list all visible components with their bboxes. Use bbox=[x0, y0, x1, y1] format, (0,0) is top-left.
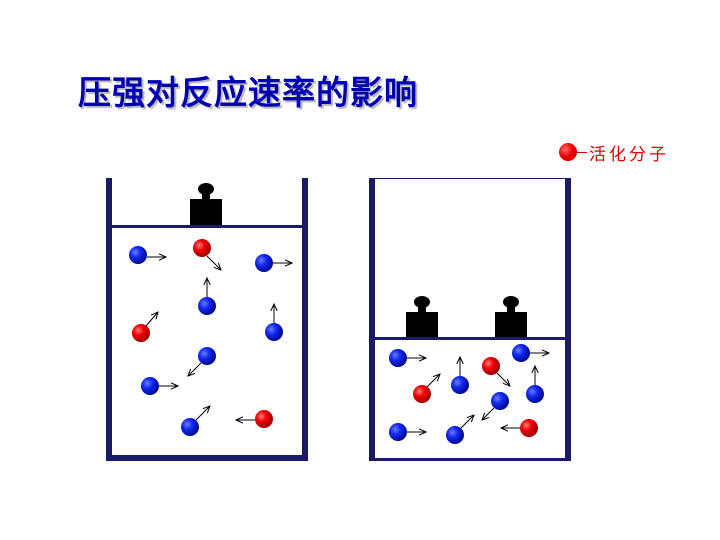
container-low-pressure bbox=[106, 178, 308, 461]
container-right-wall bbox=[302, 178, 308, 461]
molecule-icon bbox=[446, 415, 474, 444]
weight-icon bbox=[190, 183, 222, 225]
molecule-icon bbox=[188, 347, 216, 376]
molecule-icon bbox=[389, 349, 426, 367]
piston bbox=[375, 337, 565, 340]
molecule-icon bbox=[482, 357, 510, 386]
container-bottom-wall bbox=[369, 458, 571, 461]
molecule-icon bbox=[198, 278, 216, 315]
container-top-edge bbox=[375, 178, 565, 179]
piston bbox=[112, 225, 302, 228]
container-right-wall bbox=[565, 178, 571, 461]
weight-icon bbox=[406, 296, 438, 337]
container-bottom-wall bbox=[106, 455, 308, 461]
molecule-icon bbox=[512, 344, 549, 362]
legend: 活化分子 bbox=[559, 139, 669, 165]
molecule-icon bbox=[132, 312, 158, 342]
legend-active-molecule-icon bbox=[559, 143, 577, 161]
slide-title: 压强对反应速率的影响 bbox=[78, 73, 418, 112]
container-high-pressure bbox=[369, 178, 571, 461]
weight-icon bbox=[495, 296, 527, 337]
molecule-icon bbox=[451, 357, 469, 394]
molecule-icon bbox=[129, 246, 166, 264]
container-left-wall bbox=[106, 178, 112, 461]
legend-leader-line bbox=[575, 151, 587, 153]
molecule-icon bbox=[193, 239, 221, 270]
molecule-icon bbox=[526, 366, 544, 403]
molecule-icon bbox=[389, 423, 426, 441]
molecule-icon bbox=[181, 406, 210, 436]
molecule-icon bbox=[255, 254, 292, 272]
molecule-icon bbox=[501, 419, 538, 437]
molecule-icon bbox=[482, 392, 509, 420]
legend-label: 活化分子 bbox=[589, 144, 669, 165]
molecule-icon bbox=[141, 377, 178, 395]
molecule-icon bbox=[413, 374, 440, 403]
container-left-wall bbox=[369, 178, 375, 461]
molecule-icon bbox=[236, 410, 273, 428]
molecule-icon bbox=[265, 304, 283, 341]
